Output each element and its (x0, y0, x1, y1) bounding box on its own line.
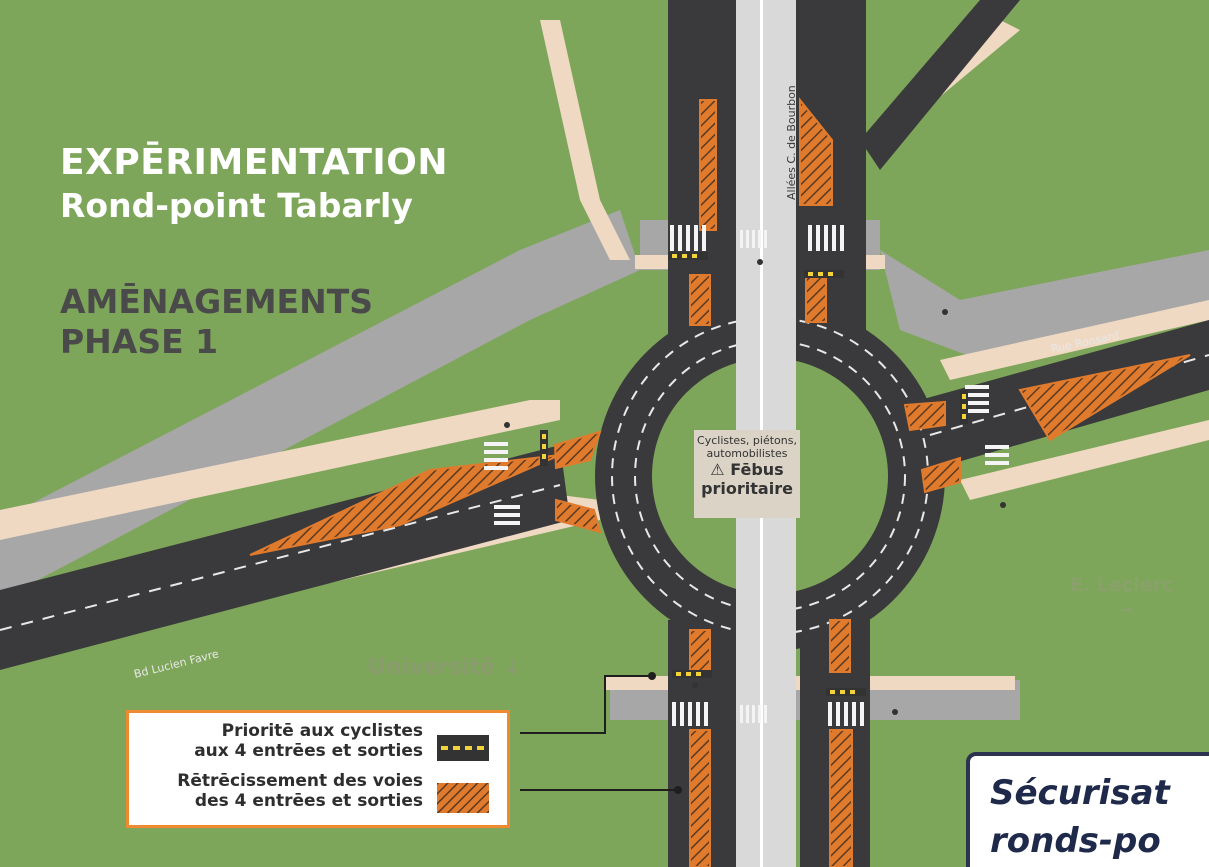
center-note-bold-1: ⚠ Fēbus (710, 460, 784, 479)
lane-narrowing-swatch-icon (437, 783, 489, 813)
banner-line-1: Sécurisat (990, 773, 1170, 813)
street-label-bourbon: Allées C. de Bourbon (785, 85, 798, 200)
sidewalk-se (960, 420, 1209, 500)
legend-line-1 (520, 675, 650, 734)
overlay-banner: Sécurisat ronds-po (966, 752, 1209, 867)
hatch-zone-south-right (829, 729, 853, 867)
map-title: EXPĒRIMENTATION Rond-point Tabarly (60, 142, 448, 228)
legend-item-1-line-1: Prioritē aux cyclistes (221, 721, 423, 741)
cyclist-priority-markers (540, 252, 968, 696)
label-leclerc: E. Leclerc (1070, 574, 1174, 596)
hatch-zone-south-left (689, 729, 711, 867)
crosswalks (484, 225, 1009, 726)
hatch-zone-north-left (699, 99, 717, 231)
center-note-small-1: Cyclistes, piétons, (697, 434, 797, 447)
hatch-zone-north-right (799, 97, 833, 206)
title-line-1: EXPĒRIMENTATION (60, 142, 448, 183)
sidewalk-north-west (540, 20, 630, 260)
sidewalk-ne (940, 300, 1209, 380)
phase-line-1: AMĒNAGEMENTS (60, 282, 373, 321)
sidewalk-nw (0, 400, 560, 540)
cyclist-priority-swatch-icon (437, 735, 489, 761)
legend-item-2-line-1: Rētrēcissement des voies (177, 771, 423, 791)
center-note-bold-2: prioritaire (701, 479, 793, 498)
hatch-zone-east (1018, 354, 1191, 442)
road-north-east (860, 0, 1020, 170)
arrow-right-icon: → (1120, 600, 1134, 619)
center-note-small-2: automobilistes (706, 447, 788, 460)
phase-line-2: PHASE 1 (60, 322, 219, 361)
legend-item-1-line-2: aux 4 entrēes et sorties (194, 741, 423, 761)
phase-heading: AMĒNAGEMENTS PHASE 1 (60, 282, 373, 362)
banner-line-2: ronds-po (990, 821, 1161, 861)
legend-item-2-line-2: des 4 entrēes et sorties (194, 791, 423, 811)
legend-item-lane-narrowing: Rētrēcissement des voies des 4 entrēes e… (177, 771, 423, 811)
title-line-2: Rond-point Tabarly (60, 186, 413, 225)
legend-item-cyclist-priority: Prioritē aux cyclistes aux 4 entrēes et … (194, 721, 423, 761)
center-note: Cyclistes, piétons, automobilistes ⚠ Fēb… (694, 430, 800, 518)
legend: Prioritē aux cyclistes aux 4 entrēes et … (126, 710, 510, 828)
label-universite: Universitē ↓ (368, 655, 522, 680)
